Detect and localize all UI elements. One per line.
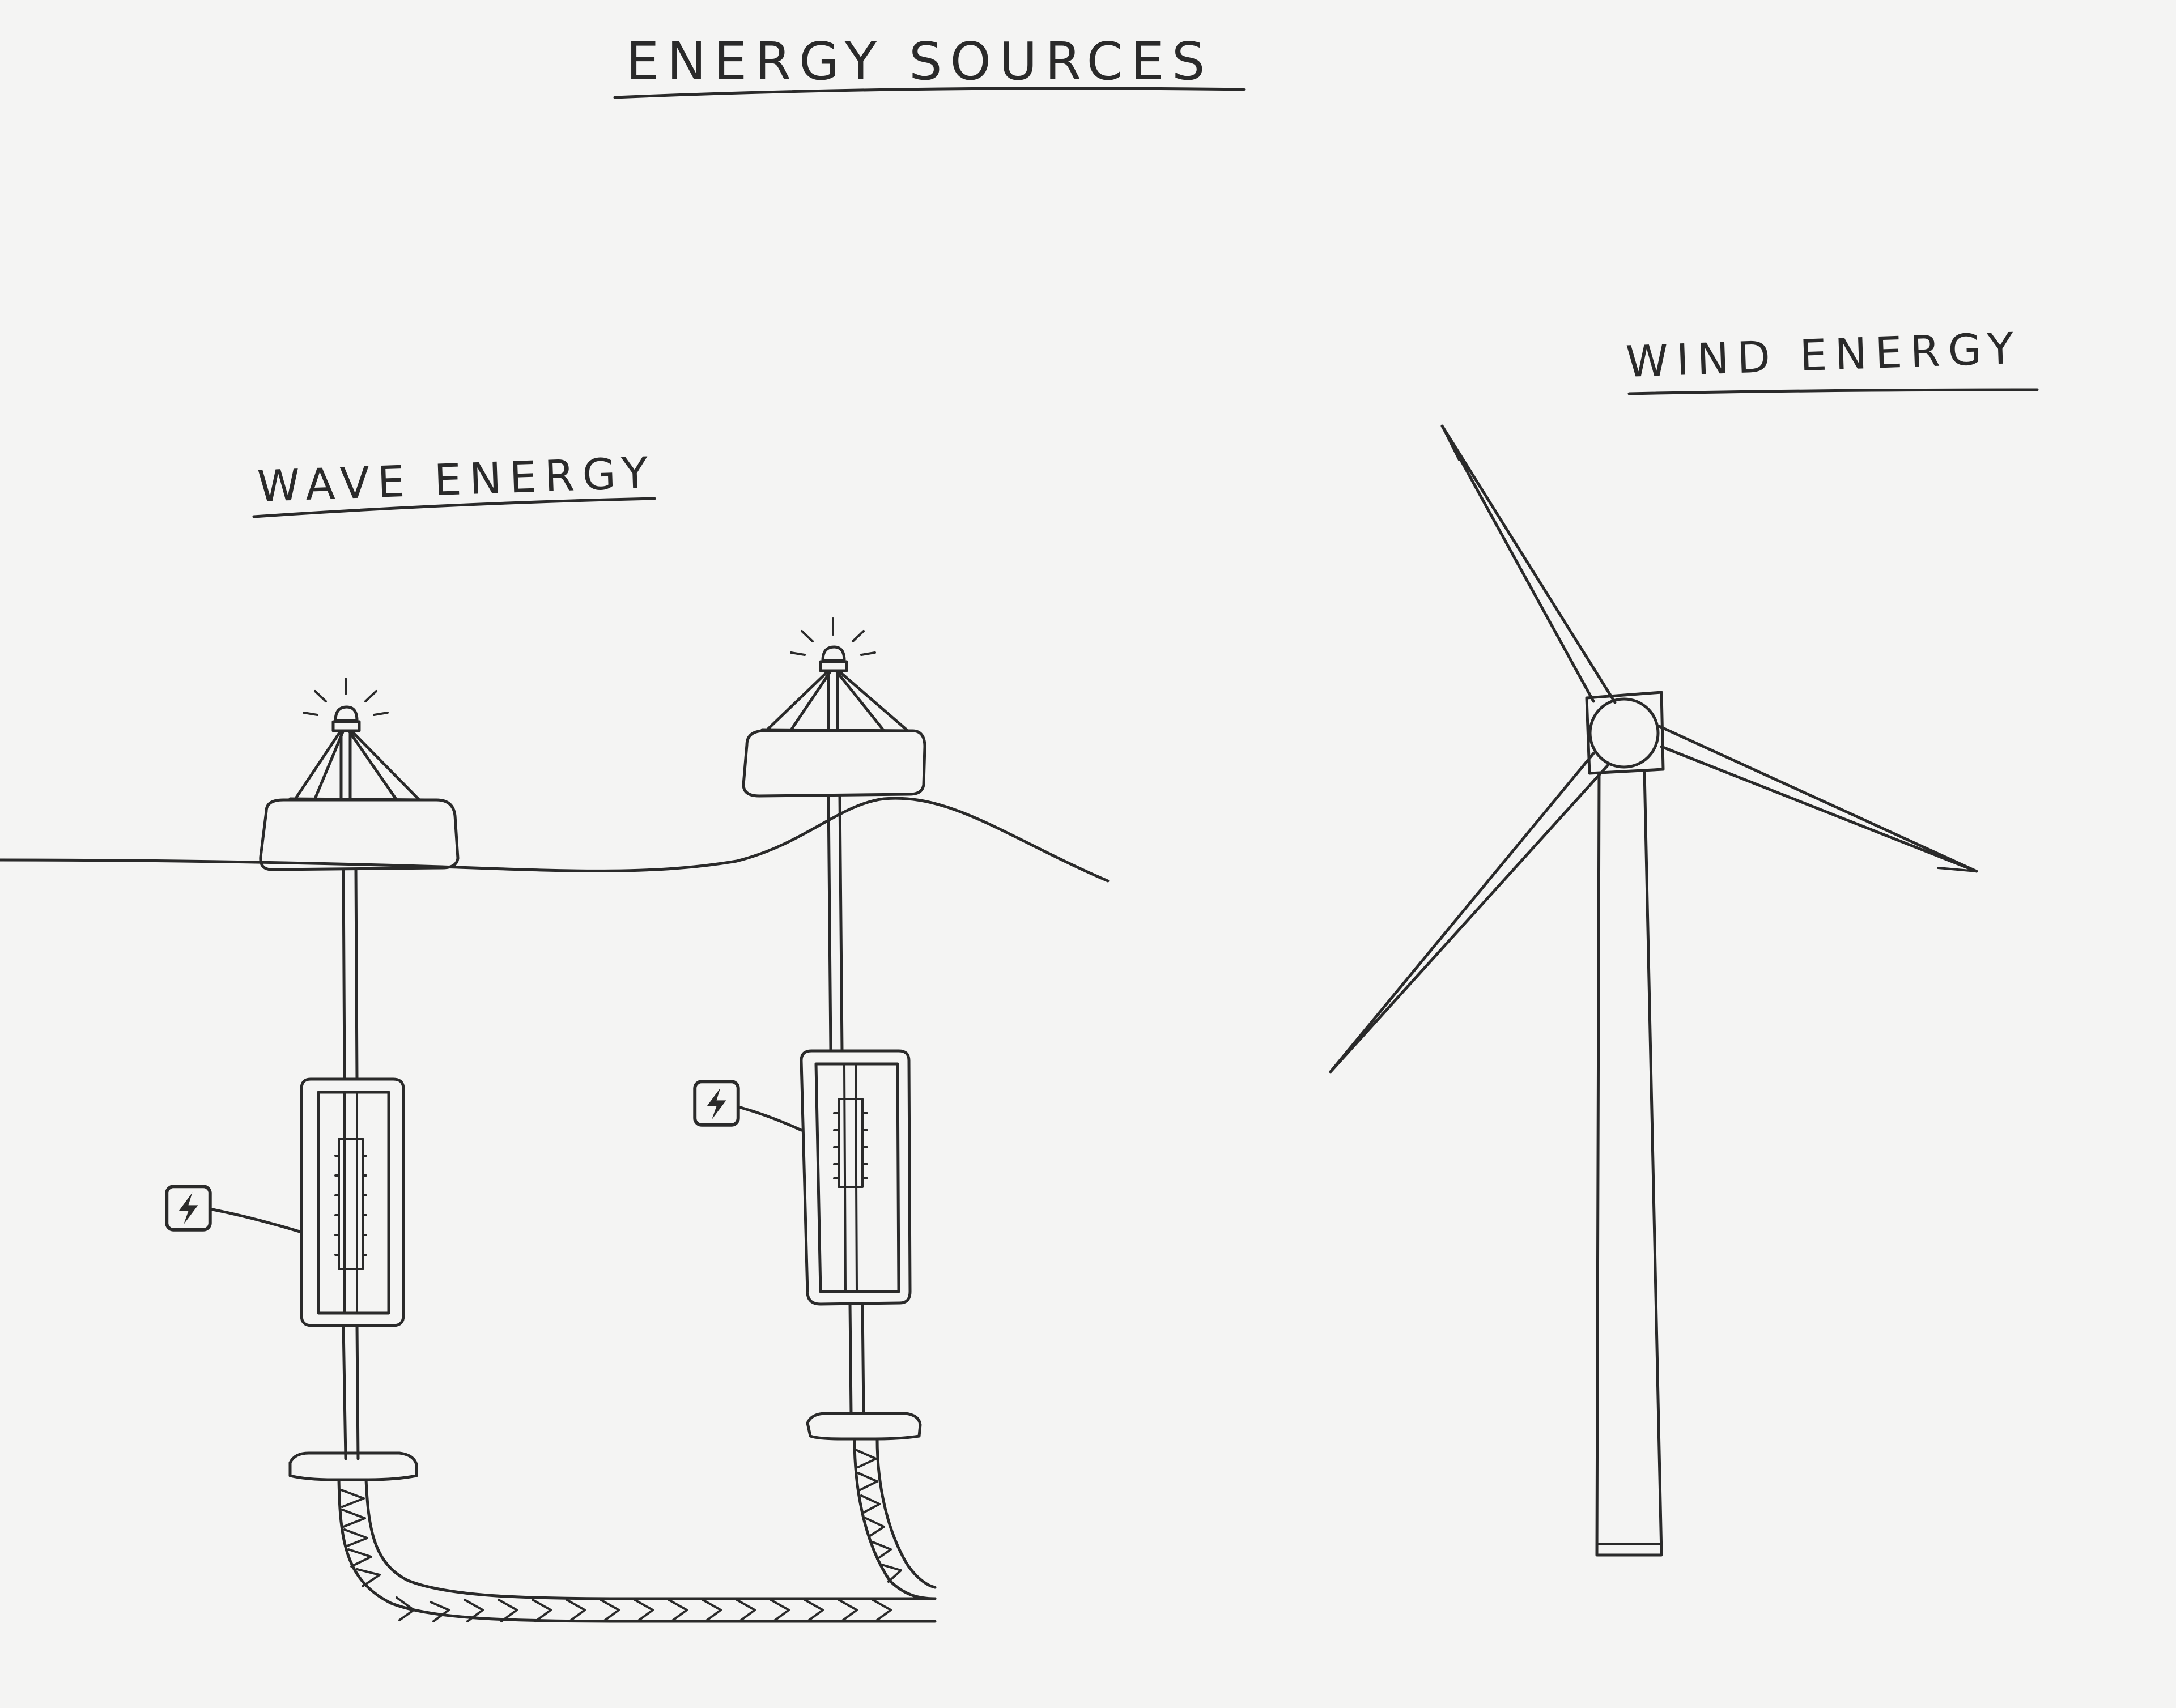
sea-surface bbox=[0, 797, 1110, 883]
turbine-blade-right bbox=[1658, 725, 1978, 873]
wave-energy-label: WAVE ENERGY bbox=[257, 447, 657, 511]
beacon-light-icon bbox=[303, 678, 389, 732]
wind-energy-underline bbox=[1627, 388, 2039, 395]
beacon-light-icon bbox=[790, 617, 876, 672]
diagram-title: ENERGY SOURCES bbox=[626, 31, 1213, 92]
wave-energy-underline bbox=[252, 497, 656, 518]
lightning-bolt-icon bbox=[167, 1186, 210, 1230]
title-underline bbox=[613, 87, 1246, 99]
turbine-blade-top bbox=[1440, 424, 1617, 704]
lightning-bolt-icon bbox=[695, 1081, 738, 1125]
wave-buoy-left bbox=[167, 678, 460, 1481]
wave-buoy-right bbox=[695, 617, 926, 1441]
turbine-tower bbox=[1595, 770, 1663, 1557]
turbine-blade-bottom bbox=[1329, 752, 1611, 1074]
turbine-nacelle bbox=[1585, 691, 1665, 775]
turbine-hub bbox=[1588, 697, 1660, 769]
wind-energy-label: WIND ENERGY bbox=[1625, 323, 2022, 387]
seabed-cable bbox=[337, 1437, 937, 1623]
wind-turbine bbox=[1329, 424, 1978, 1557]
